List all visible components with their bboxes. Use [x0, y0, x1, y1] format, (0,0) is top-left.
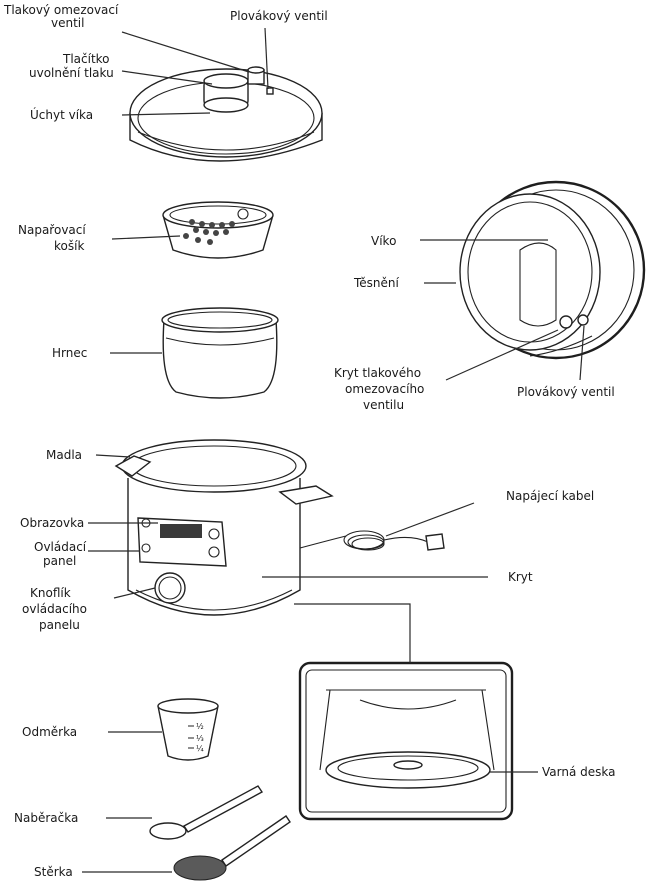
cup-mark-third: ⅓ [196, 734, 204, 743]
label-valve-cover-1: Kryt tlakového [334, 366, 421, 380]
heating-plate-detail [298, 661, 514, 821]
spatula-drawing [173, 815, 291, 881]
label-power-cable: Napájecí kabel [506, 489, 594, 503]
lid-drawing [129, 66, 323, 162]
label-seal: Těsnění [353, 276, 400, 290]
label-lid-handle: Úchyt víka [30, 107, 93, 122]
ladle-drawing [149, 785, 264, 840]
measuring-cup-drawing: ½ ⅓ ¼ [157, 698, 219, 761]
label-knob-3: panelu [39, 618, 80, 632]
label-pressure-valve-2: ventil [51, 16, 84, 30]
label-pressure-valve-1: Tlakový omezovací [3, 3, 119, 17]
label-pot: Hrnec [52, 346, 87, 360]
label-display: Obrazovka [20, 516, 84, 530]
inner-pot-drawing [161, 307, 279, 399]
label-steamer-1: Napařovací [18, 223, 86, 237]
label-spatula: Stěrka [34, 865, 73, 879]
label-release-button-2: uvolnění tlaku [29, 66, 114, 80]
label-release-button-1: Tlačítko [62, 52, 110, 66]
label-steamer-2: košík [54, 239, 84, 253]
label-knob-2: ovládacího [22, 602, 87, 616]
label-control-panel-2: panel [43, 554, 76, 568]
label-housing: Kryt [508, 570, 533, 584]
cup-mark-half: ½ [196, 722, 204, 731]
label-ladle: Naběračka [14, 811, 78, 825]
label-measuring-cup: Odměrka [22, 725, 77, 739]
cup-mark-quarter: ¼ [196, 744, 204, 753]
label-valve-cover-2: omezovacího [345, 382, 424, 396]
leader-lines [82, 27, 585, 873]
label-knob-1: Knoflík [30, 586, 71, 600]
label-heating-plate: Varná deska [542, 765, 615, 779]
steamer-basket-drawing [162, 201, 274, 259]
label-float-valve-top: Plovákový ventil [230, 9, 328, 23]
label-control-panel-1: Ovládací [34, 540, 87, 554]
label-valve-cover-3: ventilu [363, 398, 404, 412]
part-labels: Tlakový omezovací ventil Plovákový venti… [3, 3, 615, 879]
lid-side-view-drawing [459, 180, 646, 360]
cooker-body-drawing [114, 439, 445, 616]
label-float-valve-right: Plovákový ventil [517, 385, 615, 399]
label-lid: Víko [371, 234, 396, 248]
label-handles: Madla [46, 448, 82, 462]
